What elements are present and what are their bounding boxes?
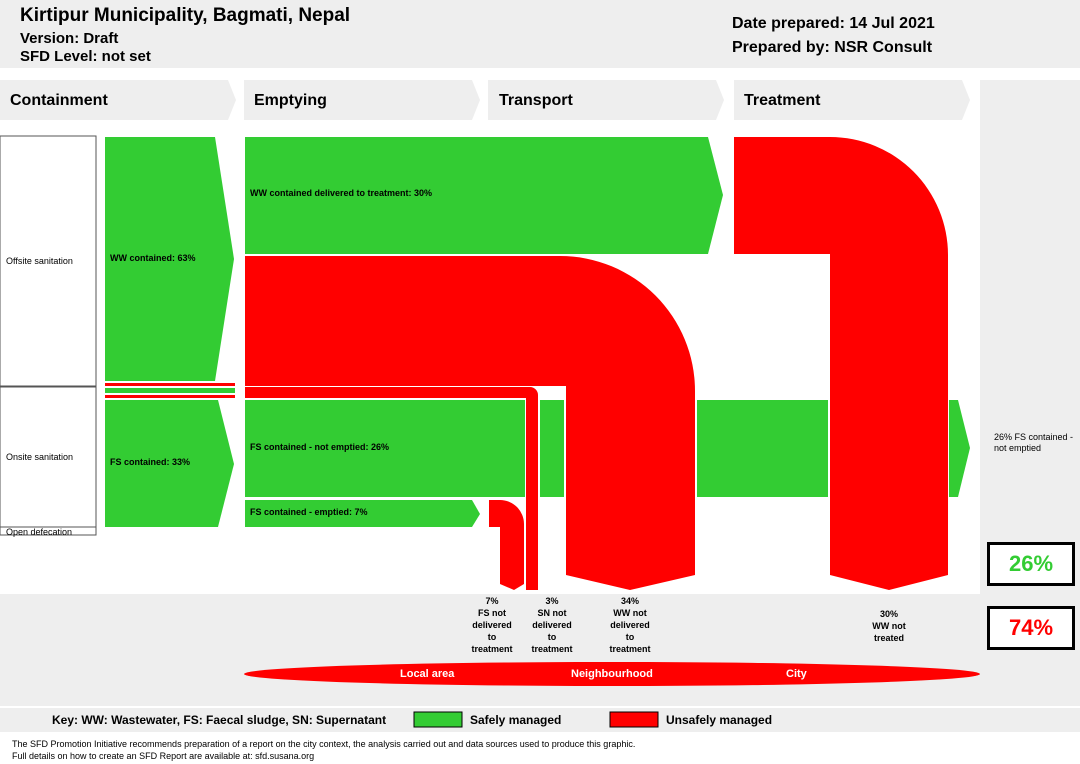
onsite-box	[0, 386, 97, 528]
outcome-fs-not-delivered: 7% FS not delivered to treatment	[462, 595, 522, 655]
open-defecation-box	[0, 526, 97, 536]
stage-chevron-emptying	[244, 80, 480, 120]
outcome-ww-not-delivered: 34% WW not delivered to treatment	[600, 595, 660, 655]
key-text: Key: WW: Wastewater, FS: Faecal sludge, …	[52, 713, 387, 727]
stage-chevron-treatment	[734, 80, 970, 120]
stage-emptying: Emptying	[254, 92, 327, 109]
prepared-by: Prepared by: NSR Consult	[732, 39, 933, 56]
outcome-text: FS not delivered to treatment	[471, 608, 513, 654]
footnote-line-2: Full details on how to create an SFD Rep…	[12, 751, 315, 761]
date-prepared: Date prepared: 14 Jul 2021	[732, 15, 935, 32]
label-ww-delivered: WW contained delivered to treatment: 30%	[250, 188, 433, 198]
outcome-pct: 7%	[485, 596, 499, 606]
zone-neighbourhood: Neighbourhood	[571, 668, 653, 680]
stage-treatment: Treatment	[744, 92, 821, 109]
thin-red-band-1	[105, 383, 235, 386]
outcome-sn-not-delivered: 3% SN not delivered to treatment	[522, 595, 582, 655]
outcome-text: WW not delivered to treatment	[609, 608, 651, 654]
fs-emptied-arrow	[245, 500, 480, 527]
stage-chevron-containment	[0, 80, 236, 120]
key-safe-label: Safely managed	[470, 713, 562, 727]
ww-not-delivered-flow	[245, 256, 695, 590]
sfd-level-label: SFD Level: not set	[20, 48, 151, 65]
outcome-pct: 3%	[545, 596, 559, 606]
ww-delivered-arrow	[245, 137, 723, 254]
unsafe-percentage-box: 74%	[987, 606, 1075, 650]
label-fs-not-emptied: FS contained - not emptied: 26%	[250, 442, 390, 452]
row-onsite: Onsite sanitation	[6, 452, 74, 462]
outcome-pct: 34%	[620, 596, 639, 606]
safe-percentage-box: 26%	[987, 542, 1075, 586]
page-title: Kirtipur Municipality, Bagmati, Nepal	[20, 5, 351, 26]
key-swatch-safe	[413, 711, 463, 728]
thin-red-band-2	[105, 395, 235, 398]
fs-not-emptied-band-4	[949, 400, 970, 497]
right-panel	[980, 80, 1080, 594]
fs-not-emptied-band-2	[540, 400, 564, 497]
row-offsite: Offsite sanitation	[6, 256, 73, 266]
label-fs-emptied: FS contained - emptied: 7%	[250, 507, 368, 517]
label-ww-contained: WW contained: 63%	[110, 253, 196, 263]
outcome-text: SN not delivered to treatment	[531, 608, 573, 654]
fs-not-emptied-band-1	[245, 400, 525, 497]
zone-ellipse	[244, 662, 980, 686]
fs-not-delivered-flow	[489, 500, 524, 590]
outcome-panel	[0, 594, 1080, 706]
ww-contained-arrow	[105, 137, 234, 381]
fs-not-emptied-band-3	[697, 400, 828, 497]
footnote-line-1: The SFD Promotion Initiative recommends …	[12, 739, 636, 749]
fs-contained-arrow	[105, 400, 234, 527]
ww-not-treated-flow	[734, 137, 948, 590]
outcome-ww-not-treated: 30% WW not treated	[859, 608, 919, 644]
row-open-defecation: Open defecation	[6, 527, 73, 537]
outcome-pct: 30%	[879, 609, 898, 619]
label-fs-not-emptied-end: 26% FS contained - not emptied	[994, 432, 1074, 453]
zone-local-area: Local area	[400, 668, 455, 680]
header-panel	[0, 0, 1080, 68]
key-swatch-unsafe	[609, 711, 659, 728]
offsite-box	[0, 135, 97, 387]
stage-containment: Containment	[10, 92, 108, 109]
key-panel	[0, 708, 1080, 732]
stage-chevron-transport	[488, 80, 724, 120]
outcome-text: WW not treated	[872, 621, 906, 643]
label-fs-contained: FS contained: 33%	[110, 457, 191, 467]
version-label: Version: Draft	[20, 30, 119, 47]
stage-transport: Transport	[499, 92, 573, 109]
thin-green-band	[105, 388, 235, 393]
key-unsafe-label: Unsafely managed	[666, 713, 773, 727]
zone-city: City	[786, 668, 807, 680]
